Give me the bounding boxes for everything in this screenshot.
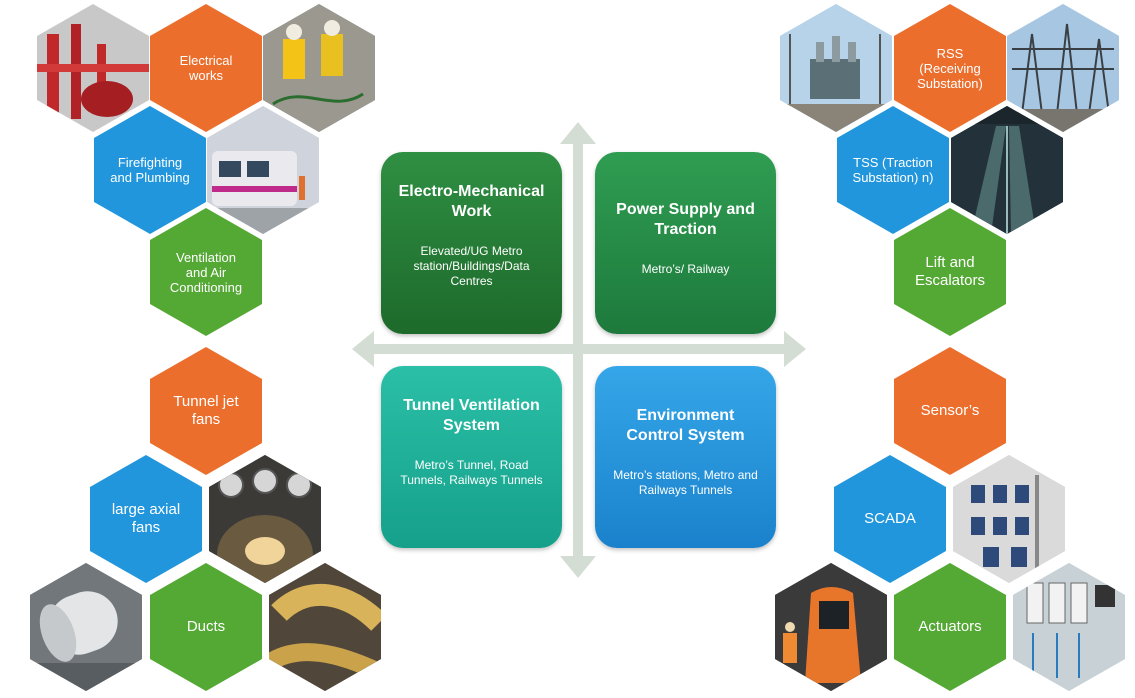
hex-tss-traction-substation: TSS (Traction Substation) n) xyxy=(837,106,949,234)
hex-label: Ventilation and Air Conditioning xyxy=(169,249,243,295)
photo-flexible-ducts xyxy=(269,563,381,691)
hex-label: large axial fans xyxy=(111,501,181,536)
quadrant-title: Tunnel Ventilation System xyxy=(403,397,540,434)
photo-transformer xyxy=(780,4,892,132)
hex-firefighting-plumbing: Firefighting and Plumbing xyxy=(94,106,206,234)
quadrant-title: Electro-Mechanical Work xyxy=(398,183,545,220)
quadrant-title: Environment Control System xyxy=(626,407,745,444)
arrow-head-down xyxy=(560,556,596,578)
photo-substation-towers xyxy=(1007,4,1119,132)
hex-electrical-works: Electrical works xyxy=(150,4,262,132)
hex-label: Sensor’s xyxy=(920,402,980,419)
quadrant-subtitle: Elevated/UG Metro station/Buildings/Data… xyxy=(413,244,530,288)
quadrant-tunnel-ventilation: Tunnel Ventilation System Metro’s Tunnel… xyxy=(381,366,562,548)
hex-rss-receiving-substation: RSS (Receiving Substation) xyxy=(894,4,1006,132)
arrow-head-up xyxy=(560,122,596,144)
hex-label: Electrical works xyxy=(179,53,233,83)
photo-axial-fan-units xyxy=(30,563,142,691)
photo-fire-pump-room xyxy=(37,4,149,132)
hex-actuators: Actuators xyxy=(894,563,1006,691)
hex-label: RSS (Receiving Substation) xyxy=(917,45,983,91)
hex-tunnel-jet-fans: Tunnel jet fans xyxy=(150,347,262,475)
quadrant-subtitle: Metro’s stations, Metro and Railways Tun… xyxy=(613,468,758,497)
photo-metro-train-station xyxy=(207,106,319,234)
quadrant-electro-mechanical: Electro-Mechanical Work Elevated/UG Metr… xyxy=(381,152,562,334)
quadrant-power-supply: Power Supply and Traction Metro’s/ Railw… xyxy=(595,152,776,334)
hex-sensors: Sensor’s xyxy=(894,347,1006,475)
hex-scada: SCADA xyxy=(834,455,946,583)
quadrant-subtitle: Metro’s Tunnel, Road Tunnels, Railways T… xyxy=(400,458,543,487)
hex-label: TSS (Traction Substation) n) xyxy=(852,155,934,185)
hex-large-axial-fans: large axial fans xyxy=(90,455,202,583)
hex-label: Ducts xyxy=(186,618,226,635)
hex-lift-escalators: Lift and Escalators xyxy=(894,208,1006,336)
hex-label: SCADA xyxy=(864,510,916,527)
hex-ventilation-air-conditioning: Ventilation and Air Conditioning xyxy=(150,208,262,336)
photo-control-panel xyxy=(953,455,1065,583)
quadrant-environment-control: Environment Control System Metro’s stati… xyxy=(595,366,776,548)
hex-label: Firefighting and Plumbing xyxy=(110,155,190,185)
quadrant-subtitle: Metro’s/ Railway xyxy=(641,262,730,276)
hex-label: Lift and Escalators xyxy=(914,254,986,289)
cross-arrows xyxy=(352,122,806,578)
photo-tunnel-fans xyxy=(209,455,321,583)
hex-label: Tunnel jet fans xyxy=(173,393,239,428)
photo-electrical-workers xyxy=(263,4,375,132)
hex-label: Actuators xyxy=(918,618,982,635)
arrow-head-right xyxy=(784,331,806,367)
horizontal-arrow-shaft xyxy=(372,344,786,354)
photo-electrical-panel xyxy=(1013,563,1125,691)
arrow-head-left xyxy=(352,331,374,367)
photo-escalators xyxy=(951,106,1063,234)
quadrant-title: Power Supply and Traction xyxy=(616,201,755,238)
photo-metro-train-front xyxy=(775,563,887,691)
hex-ducts: Ducts xyxy=(150,563,262,691)
